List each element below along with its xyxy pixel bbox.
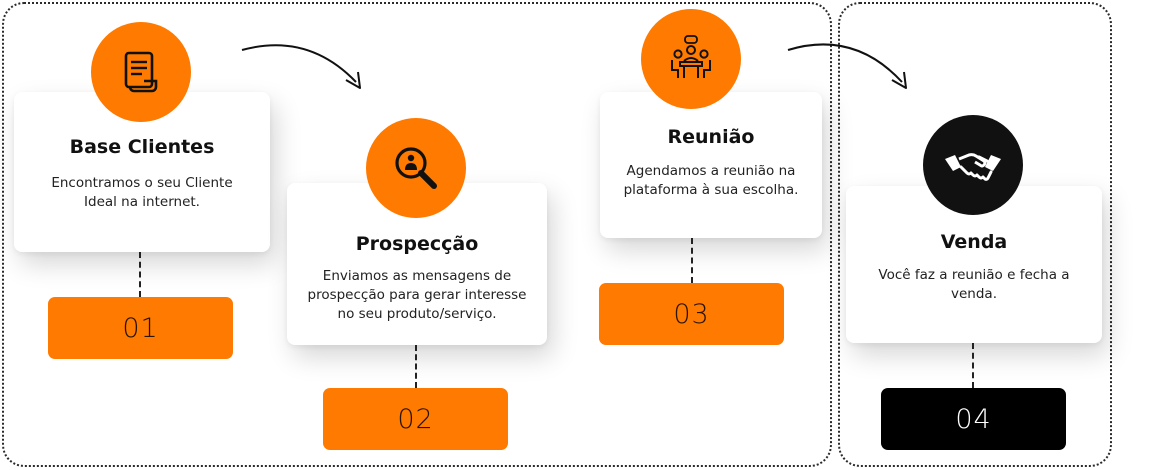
step-icon-circle: [91, 22, 191, 122]
step-number-badge: 03: [599, 283, 784, 345]
step-title: Base Clientes: [69, 136, 215, 158]
step-title: Venda: [940, 231, 1008, 253]
step-connector: [139, 252, 141, 297]
step-description: Você faz a reunião e fecha a venda.: [878, 267, 1070, 302]
step-icon-circle: [641, 9, 741, 109]
step-description: Enviamos as mensagens de prospecção para…: [307, 268, 527, 322]
document-icon: [124, 51, 158, 93]
step-title: Reunião: [667, 126, 755, 148]
step-description: Agendamos a reunião na plataforma à sua …: [623, 163, 799, 198]
step-connector: [691, 238, 693, 283]
meeting-icon: [671, 35, 711, 78]
step-icon-circle: [923, 115, 1023, 215]
step-number-badge: 01: [48, 297, 233, 359]
steps-group-right: [838, 2, 1112, 467]
step-connector: [415, 345, 417, 388]
magnifier-person-icon: [395, 147, 437, 189]
handshake-icon: [945, 153, 1001, 181]
step-title: Prospecção: [355, 233, 479, 255]
step-card-reuniao: Reunião Agendamos a reunião na plataform…: [600, 92, 822, 238]
step-connector: [972, 343, 974, 388]
step-description: Encontramos o seu Cliente Ideal na inter…: [51, 175, 233, 210]
flow-arrow-3-to-4: [787, 43, 907, 89]
step-icon-circle: [366, 118, 466, 218]
steps-group-left: [2, 2, 832, 467]
step-number-badge: 02: [323, 388, 508, 450]
flow-arrow-1-to-2: [241, 44, 361, 89]
step-number-badge: 04: [881, 388, 1066, 450]
